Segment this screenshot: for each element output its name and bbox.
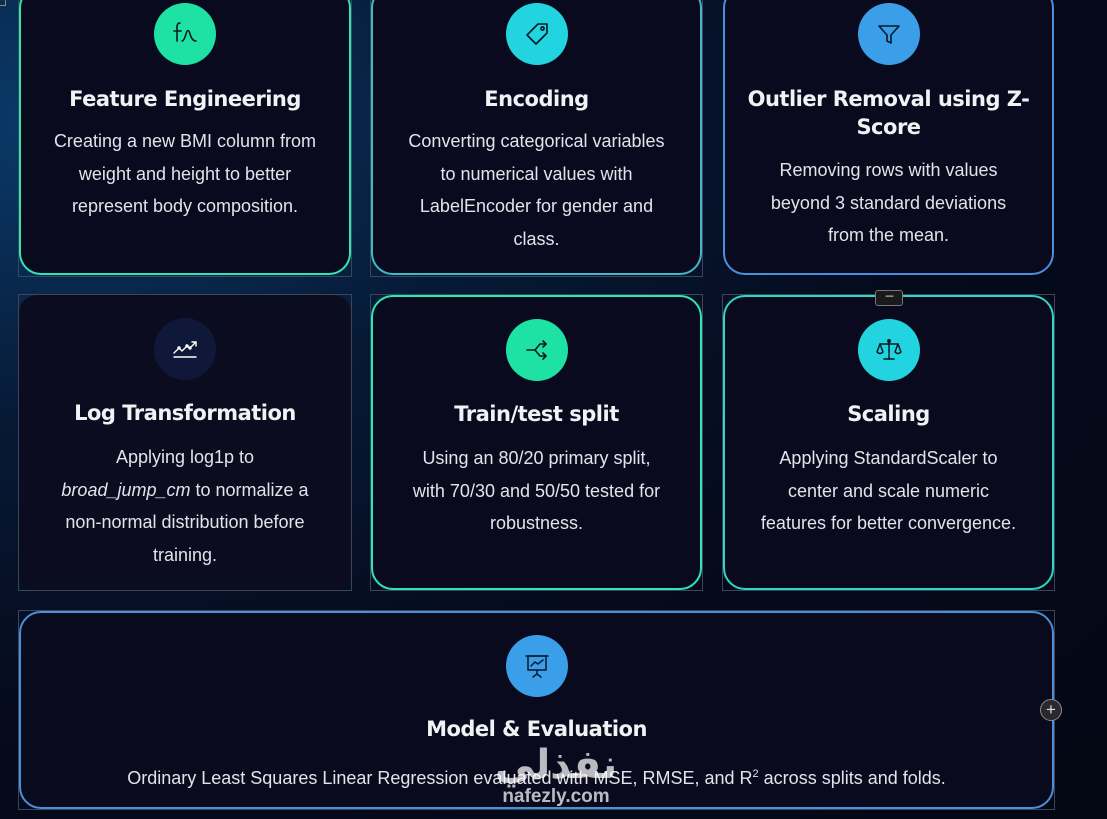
card-scaling[interactable]: Scaling Applying StandardScaler to cente… — [723, 295, 1054, 590]
card-description: Ordinary Least Squares Linear Regression… — [127, 768, 946, 788]
card-title: Train/test split — [454, 402, 619, 426]
card-description: Using an 80/20 primary split, with 70/30… — [412, 448, 661, 533]
corner-marker — [0, 0, 6, 6]
card-train-test-split[interactable]: Train/test split Using an 80/20 primary … — [371, 295, 702, 590]
card-description: Applying log1p to broad_jump_cm to norma… — [61, 447, 309, 565]
card-description: Creating a new BMI column from weight an… — [53, 131, 317, 216]
split-arrows-icon — [505, 319, 568, 381]
function-curve-icon — [154, 3, 216, 65]
card-description: Converting categorical variables to nume… — [408, 131, 665, 249]
card-slot-train-test-split — [370, 294, 703, 591]
code-term: broad_jump_cm — [61, 479, 191, 500]
card-encoding[interactable]: Encoding Converting categorical variable… — [371, 0, 702, 275]
card-log-transformation[interactable]: Log Transformation Applying log1p to bro… — [19, 295, 351, 590]
card-description: Removing rows with values beyond 3 stand… — [770, 160, 1007, 245]
filter-icon — [857, 3, 920, 65]
card-title: Outlier Removal using Z- Score — [747, 87, 1030, 139]
more-options-button[interactable]: --- — [875, 290, 903, 306]
card-slot-feature-engineering — [18, 0, 352, 277]
presentation-chart-icon — [505, 635, 568, 697]
trend-line-icon — [154, 318, 216, 380]
card-feature-engineering[interactable]: Feature Engineering Creating a new BMI c… — [19, 0, 351, 275]
card-title: Model & Evaluation — [426, 717, 647, 741]
card-title: Encoding — [484, 87, 589, 111]
card-description: Applying StandardScaler to center and sc… — [760, 448, 1017, 533]
tag-icon — [505, 3, 568, 65]
card-title: Log Transformation — [74, 401, 296, 425]
card-slot-encoding — [370, 0, 703, 277]
card-slot-log-transformation — [18, 294, 352, 591]
card-title: Feature Engineering — [69, 87, 301, 111]
card-outlier-removal[interactable]: Outlier Removal using Z- Score Removing … — [723, 0, 1054, 275]
scale-balance-icon — [857, 319, 920, 381]
add-block-button[interactable]: + — [1040, 699, 1062, 721]
card-title: Scaling — [847, 402, 930, 426]
card-model-evaluation[interactable]: Model & Evaluation Ordinary Least Square… — [19, 611, 1054, 809]
